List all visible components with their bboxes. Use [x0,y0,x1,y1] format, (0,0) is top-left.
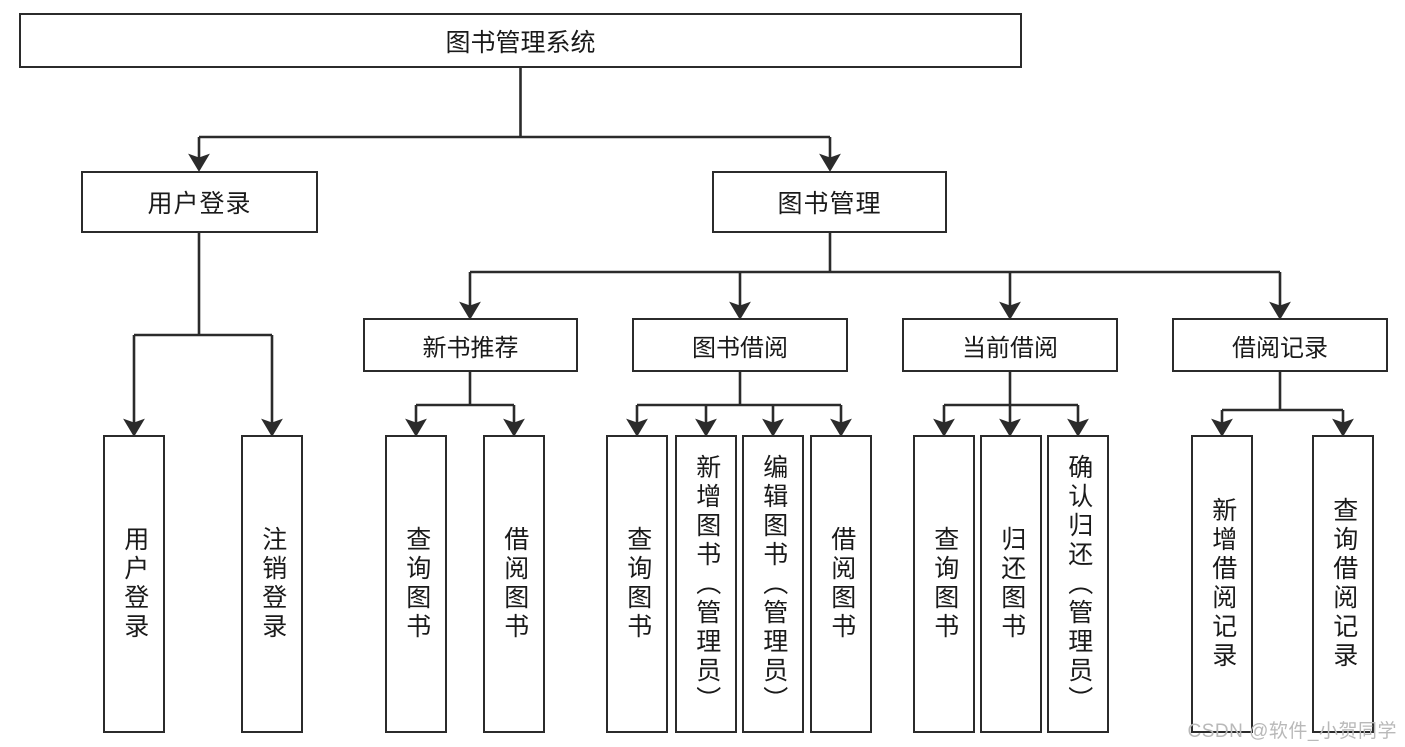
node-leaf-confirm-return-label: 确认归还（管理员） [1064,453,1093,715]
node-user-login[interactable]: 用户登录 [81,171,318,233]
node-book-borrow[interactable]: 图书借阅 [632,318,848,372]
node-leaf-query-book-rec-label: 查询图书 [402,526,431,642]
node-new-book-rec-label: 新书推荐 [422,334,519,362]
node-current-borrow-label: 当前借阅 [962,334,1058,362]
node-leaf-user-login[interactable]: 用户登录 [103,435,165,733]
node-current-borrow[interactable]: 当前借阅 [902,318,1118,372]
node-leaf-query-record-label: 查询借阅记录 [1329,497,1358,671]
node-leaf-confirm-return[interactable]: 确认归还（管理员） [1047,435,1109,733]
node-leaf-return-book[interactable]: 归还图书 [980,435,1042,733]
node-root[interactable]: 图书管理系统 [19,13,1022,68]
node-borrow-record-label: 借阅记录 [1232,334,1328,362]
node-leaf-query-book-label: 查询图书 [623,526,652,642]
node-book-manage-label: 图书管理 [777,190,882,218]
node-leaf-user-login-label: 用户登录 [120,526,149,642]
node-leaf-borrow-book-label: 借阅图书 [827,526,856,642]
node-leaf-query-book-cur-label: 查询图书 [930,526,959,642]
node-leaf-return-book-label: 归还图书 [997,526,1026,642]
node-leaf-user-logout-label: 注销登录 [258,526,287,642]
node-leaf-add-book-label: 新增图书（管理员） [692,453,721,715]
node-leaf-user-logout[interactable]: 注销登录 [241,435,303,733]
node-user-login-label: 用户登录 [147,190,252,218]
node-borrow-record[interactable]: 借阅记录 [1172,318,1388,372]
node-leaf-borrow-book-rec-label: 借阅图书 [500,526,529,642]
node-leaf-edit-book-label: 编辑图书（管理员） [759,453,788,715]
node-leaf-query-book-cur[interactable]: 查询图书 [913,435,975,733]
node-leaf-edit-book[interactable]: 编辑图书（管理员） [742,435,804,733]
node-leaf-add-record-label: 新增借阅记录 [1208,497,1237,671]
node-book-manage[interactable]: 图书管理 [712,171,947,233]
node-leaf-query-record[interactable]: 查询借阅记录 [1312,435,1374,733]
watermark: CSDN @软件_小贺同学 [1187,721,1397,742]
node-leaf-query-book[interactable]: 查询图书 [606,435,668,733]
node-leaf-query-book-rec[interactable]: 查询图书 [385,435,447,733]
node-root-label: 图书管理系统 [445,28,596,57]
node-leaf-add-record[interactable]: 新增借阅记录 [1191,435,1253,733]
node-leaf-add-book[interactable]: 新增图书（管理员） [675,435,737,733]
node-leaf-borrow-book-rec[interactable]: 借阅图书 [483,435,545,733]
node-leaf-borrow-book[interactable]: 借阅图书 [810,435,872,733]
node-book-borrow-label: 图书借阅 [692,334,788,362]
node-new-book-rec[interactable]: 新书推荐 [363,318,578,372]
